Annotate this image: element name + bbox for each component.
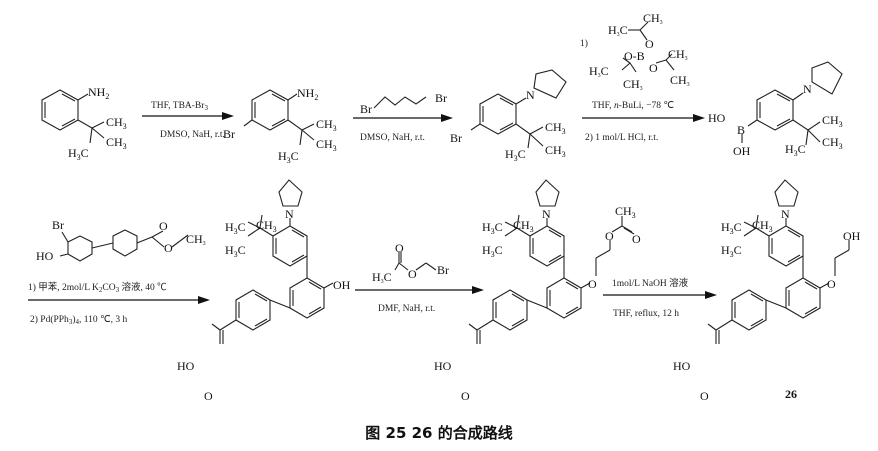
atom-label: H3C <box>68 146 89 162</box>
atom-label: Br <box>437 263 449 277</box>
compound-26: N CH3 H3C H3C O OH HO O 26 <box>673 179 861 403</box>
reaction-arrow-5: O H3C O Br DMF, NaH, r.t. <box>355 241 484 314</box>
compound-bromo-pyrrolidine: N Br CH3 CH3 H3C <box>450 69 567 163</box>
atom-label: H3C <box>785 142 806 158</box>
atom-label: CH3 <box>545 143 566 159</box>
atom-label: HO <box>708 111 726 125</box>
atom-label: CH3 <box>670 73 690 88</box>
atom-label: OH <box>843 229 861 243</box>
atom-label: H3C <box>482 220 503 236</box>
atom-label: CH3 <box>668 47 688 62</box>
atom-label: CH3 <box>822 135 843 151</box>
condition-below: 2) 1 mol/L HCl, r.t. <box>585 132 658 143</box>
atom-label: H3C <box>608 23 628 38</box>
condition-line-1: 1) 甲苯, 2mol/L K2CO3 溶液, 40 ℃ <box>28 281 167 294</box>
condition-below: DMF, NaH, r.t. <box>378 304 435 314</box>
atom-label: O <box>204 389 213 403</box>
atom-label: O <box>461 389 470 403</box>
atom-label: N <box>542 207 551 221</box>
atom-label: CH3 <box>615 204 636 220</box>
compound-aniline: NH2 CH3 CH3 H3C <box>41 85 127 162</box>
reaction-arrow-6: 1mol/L NaOH 溶液 THF, reflux, 12 h <box>603 277 717 319</box>
atom-label: O <box>408 267 417 281</box>
atom-label: Br <box>450 131 462 145</box>
atom-label: O <box>700 389 709 403</box>
compound-boronic-acid: N HO B OH CH3 CH3 H3C <box>708 61 843 158</box>
atom-label: O <box>632 232 641 246</box>
atom-label: H3C <box>721 243 742 259</box>
reagent-br-right: Br <box>435 91 447 105</box>
atom-label: Br <box>223 127 235 141</box>
condition-above: THF, n-BuLi, −78 ℃ <box>592 101 674 111</box>
atom-label: CH3 <box>256 218 277 234</box>
atom-label: O-B <box>624 49 645 63</box>
reaction-arrow-1: THF, TBA-Br3 DMSO, NaH, r.t. <box>142 101 234 140</box>
atom-label: HO <box>177 359 195 373</box>
condition-below: DMSO, NaH, r.t. <box>360 133 425 143</box>
reaction-arrow-3: 1) CH3 H3C O O-B O CH3 H3C CH3 CH3 THF, … <box>580 11 705 143</box>
atom-label: OH <box>733 144 751 158</box>
reaction-arrow-2: Br Br DMSO, NaH, r.t. <box>353 91 453 143</box>
atom-label: O <box>827 277 836 291</box>
compound-number-label: 26 <box>785 387 797 401</box>
atom-label: HO <box>673 359 691 373</box>
atom-label: NH2 <box>297 86 318 102</box>
atom-label: O <box>588 277 597 291</box>
condition-line-2: 2) Pd(PPh3)4, 110 ℃, 3 h <box>30 314 128 326</box>
atom-label: H3C <box>721 220 742 236</box>
reaction-arrow-4: Br HO O O CH3 1) 甲苯, 2mol/L K2CO3 溶液, 40… <box>28 218 210 326</box>
atom-label: O <box>395 241 404 255</box>
condition-below: DMSO, NaH, r.t. <box>160 130 225 140</box>
condition-above: THF, TBA-Br3 <box>151 101 208 112</box>
atom-label: N <box>781 207 790 221</box>
atom-label: OH <box>333 278 351 292</box>
atom-label: N <box>285 207 294 221</box>
atom-label: H3C <box>505 147 526 163</box>
atom-label: H3C <box>589 64 609 79</box>
atom-label: O <box>649 61 658 75</box>
atom-label: H3C <box>225 243 246 259</box>
atom-label: CH3 <box>752 218 773 234</box>
atom-label: HO <box>434 359 452 373</box>
atom-label: H3C <box>225 220 246 236</box>
atom-label: CH3 <box>106 135 127 151</box>
compound-acetate-intermediate: N CH3 H3C H3C O O CH3 O HO O <box>434 179 641 403</box>
figure-caption: 图 25 26 的合成路线 <box>365 424 513 442</box>
atom-label: O <box>159 219 168 233</box>
atom-label: Br <box>52 218 64 232</box>
atom-label: CH3 <box>545 120 566 136</box>
condition-below: THF, reflux, 12 h <box>613 308 679 319</box>
atom-label: B <box>737 123 745 137</box>
atom-label: H3C <box>372 270 392 285</box>
atom-label: CH3 <box>822 113 843 129</box>
compound-phenol-intermediate: N CH3 H3C H3C OH HO O <box>177 179 351 403</box>
atom-label: H3C <box>278 149 299 165</box>
atom-label: CH3 <box>513 218 534 234</box>
condition-above: 1mol/L NaOH 溶液 <box>612 277 689 289</box>
atom-label: CH3 <box>643 11 663 26</box>
atom-label: CH3 <box>623 77 643 92</box>
step-number: 1) <box>580 38 588 49</box>
atom-label: CH3 <box>316 137 337 153</box>
atom-label: CH3 <box>316 117 337 133</box>
atom-label: O <box>164 241 173 255</box>
reagent-br-left: Br <box>360 102 372 116</box>
atom-label: NH2 <box>88 85 109 101</box>
atom-label: H3C <box>482 243 503 259</box>
atom-label: O <box>605 229 614 243</box>
atom-label: N <box>526 88 535 102</box>
compound-bromoaniline: NH2 Br CH3 CH3 H3C <box>223 86 337 165</box>
atom-label: O <box>645 37 654 51</box>
atom-label: CH3 <box>106 115 127 131</box>
atom-label: HO <box>36 249 54 263</box>
atom-label: N <box>803 82 812 96</box>
atom-label: CH3 <box>186 232 206 247</box>
